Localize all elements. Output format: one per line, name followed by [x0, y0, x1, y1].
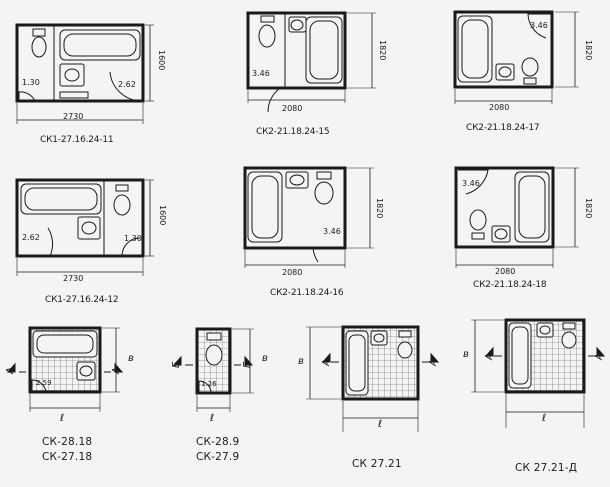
plan-6-code: СК2-21.18.24-18: [473, 280, 547, 290]
plan-4-width-label: 2730: [63, 274, 84, 283]
plan-4-door-b-label: 1.30: [124, 234, 142, 243]
plan-5-door-label: 3.46: [323, 227, 341, 236]
plan-8-code-line-1: СК-28.9: [196, 436, 240, 448]
plan-10-code: СК 27.21-Д: [515, 462, 578, 474]
plan-6-depth-label: 1820: [584, 198, 593, 219]
plan-7-code-line-2: СК-27.18: [42, 451, 93, 463]
plan-7-section-left: А: [5, 367, 16, 374]
plan-5-code: СК2-21.18.24-16: [270, 288, 344, 298]
plan-8-code-line-2: СК-27.9: [196, 451, 240, 463]
plan-sk2-16: [243, 166, 374, 268]
plan-3-depth-label: 1820: [584, 40, 593, 61]
plan-9-section-right: А: [428, 359, 439, 366]
plan-1-depth-label: 1600: [157, 50, 166, 71]
plan-2-width-label: 2080: [282, 104, 303, 113]
plan-sk1-12: [15, 178, 154, 276]
plan-3-door-label: 3.46: [530, 21, 548, 30]
plan-4-code: СК1-27.16.24-12: [45, 295, 119, 305]
plan-8-dim-b: в: [262, 353, 268, 364]
plan-3-width-label: 2080: [489, 103, 510, 112]
plan-sk-28-9: [172, 327, 254, 412]
plan-sk2-17: [453, 10, 579, 104]
plan-7-code-line-1: СК-28.18: [42, 436, 93, 448]
plan-7-section-right: А: [111, 367, 122, 374]
plan-7-door-label: 2.59: [36, 379, 52, 387]
plan-sk1-11: [15, 23, 154, 124]
plan-1-door-b-label: 2.62: [118, 80, 136, 89]
plan-6-width-label: 2080: [495, 267, 516, 276]
plan-9-dim-l: ℓ: [378, 419, 383, 430]
plan-sk-28-18: [6, 326, 124, 412]
plan-2-code: СК2-21.18.24-15: [256, 127, 330, 137]
plan-6-door-label: 3.46: [462, 179, 480, 188]
plan-sk2-15: [246, 11, 376, 113]
plan-2-door-label: 3.46: [252, 69, 270, 78]
plan-8-section-left: Б: [171, 361, 182, 368]
plan-9-section-left: А: [321, 359, 332, 366]
plan-8-section-right: Б: [242, 361, 253, 368]
plan-1-door-a-label: 1.30: [22, 78, 40, 87]
plan-3-code: СК2-21.18.24-17: [466, 123, 540, 133]
plan-4-depth-label: 1600: [158, 205, 167, 226]
plan-8-door-label: 1.26: [201, 380, 217, 388]
plan-10-dim-b: в: [463, 349, 469, 360]
plan-5-width-label: 2080: [282, 268, 303, 277]
plan-9-dim-b: в: [298, 356, 304, 367]
plan-10-dim-l: ℓ: [542, 413, 547, 424]
plan-1-code: СК1-27.16.24-11: [40, 135, 114, 145]
plan-7-dim-b: в: [128, 353, 134, 364]
plan-10-section-right: А: [594, 353, 605, 360]
plan-sk2-18: [454, 166, 579, 268]
plan-9-code: СК 27.21: [352, 458, 402, 470]
plan-7-dim-l: ℓ: [60, 413, 65, 424]
plan-1-width-label: 2730: [63, 112, 84, 121]
plan-sk-27-21: [306, 325, 440, 432]
plan-2-depth-label: 1820: [378, 40, 387, 61]
plan-4-door-a-label: 2.62: [22, 233, 40, 242]
plan-8-dim-l: ℓ: [210, 413, 215, 424]
plan-5-depth-label: 1820: [375, 198, 384, 219]
plan-10-section-left: А: [484, 353, 495, 360]
plan-sk-27-21-d: [471, 318, 606, 428]
